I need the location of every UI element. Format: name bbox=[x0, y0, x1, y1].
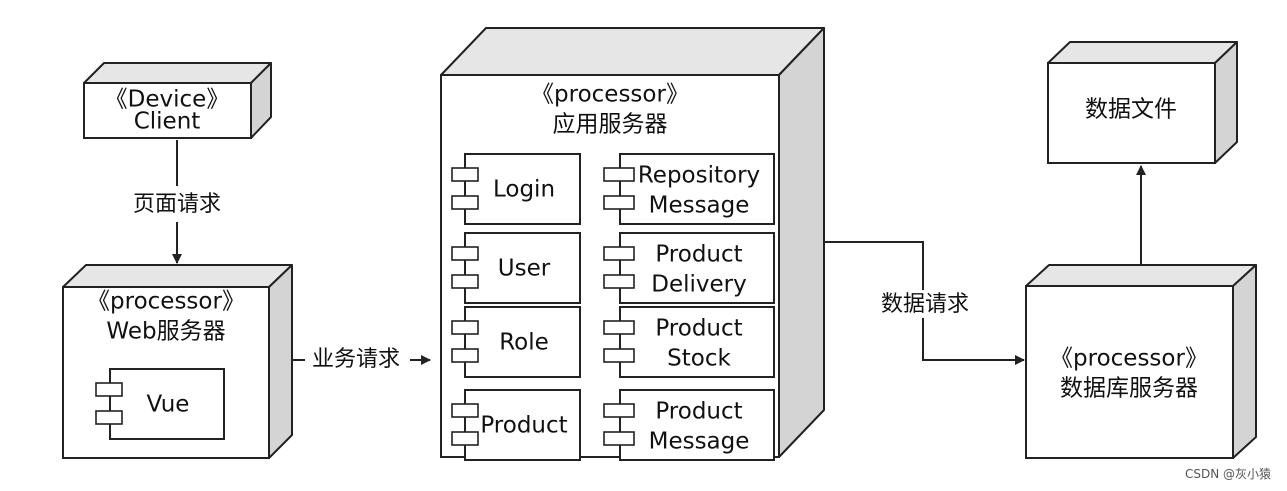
web-server-stereotype: 《processor》 bbox=[87, 289, 245, 315]
component-port-icon bbox=[451, 320, 479, 335]
component-product-delivery: Product Delivery bbox=[603, 232, 775, 304]
component-product-delivery-line2: Delivery bbox=[651, 272, 746, 298]
component-port-icon bbox=[603, 274, 635, 289]
component-port-icon bbox=[603, 195, 635, 210]
db-server-name: 数据库服务器 bbox=[1060, 376, 1198, 402]
edge-app-db-upper bbox=[825, 241, 924, 290]
app-server-name: 应用服务器 bbox=[553, 112, 668, 138]
component-port-icon bbox=[451, 348, 479, 363]
component-product: Product bbox=[451, 389, 581, 461]
component-product-delivery-line1: Product bbox=[655, 242, 742, 268]
component-user: User bbox=[451, 232, 581, 304]
client-name: Client bbox=[134, 109, 201, 135]
component-role: Role bbox=[451, 306, 581, 378]
component-port-icon bbox=[451, 403, 479, 418]
component-port-icon bbox=[603, 320, 635, 335]
component-vue: Vue bbox=[95, 368, 225, 440]
component-port-icon bbox=[603, 246, 635, 261]
component-role-label: Role bbox=[499, 330, 549, 356]
data-file-name: 数据文件 bbox=[1085, 97, 1177, 123]
client-stereotype: 《Device》 bbox=[105, 87, 230, 113]
component-vue-label: Vue bbox=[147, 392, 190, 418]
component-port-icon bbox=[451, 431, 479, 446]
app-server-stereotype: 《processor》 bbox=[531, 82, 689, 108]
component-product-message-line1: Product bbox=[655, 399, 742, 425]
component-product-label: Product bbox=[480, 413, 567, 439]
component-port-icon bbox=[95, 382, 123, 397]
component-port-icon bbox=[451, 195, 479, 210]
web-server-node: 《processor》 Web服务器 bbox=[62, 264, 293, 459]
data-file-node: 数据文件 bbox=[1047, 41, 1238, 164]
component-user-label: User bbox=[498, 256, 551, 282]
component-product-message-line2: Message bbox=[649, 429, 750, 455]
component-product-message: Product Message bbox=[603, 389, 775, 461]
db-server-node: 《processor》 数据库服务器 bbox=[1025, 264, 1257, 459]
component-port-icon bbox=[603, 348, 635, 363]
component-port-icon bbox=[451, 167, 479, 182]
component-port-icon bbox=[451, 274, 479, 289]
component-port-icon bbox=[451, 246, 479, 261]
component-port-icon bbox=[603, 431, 635, 446]
component-port-icon bbox=[603, 167, 635, 182]
component-repository-message-line1: Repository bbox=[638, 163, 760, 189]
watermark: CSDN @灰小猿 bbox=[1185, 466, 1271, 481]
component-login-label: Login bbox=[493, 177, 555, 203]
edge-label-data-request: 数据请求 bbox=[881, 292, 969, 317]
component-product-stock: Product Stock bbox=[603, 306, 775, 378]
edge-label-business-request: 业务请求 bbox=[312, 347, 400, 372]
web-server-name: Web服务器 bbox=[106, 319, 225, 345]
db-server-stereotype: 《processor》 bbox=[1050, 346, 1208, 372]
edge-label-page-request: 页面请求 bbox=[133, 192, 221, 217]
edge-app-db-arrow bbox=[922, 318, 1025, 365]
component-repository-message: Repository Message bbox=[603, 153, 775, 225]
component-port-icon bbox=[603, 403, 635, 418]
component-product-stock-line2: Stock bbox=[667, 346, 731, 372]
component-port-icon bbox=[95, 410, 123, 425]
component-repository-message-line2: Message bbox=[649, 193, 750, 219]
client-node: 《Device》 Client bbox=[83, 62, 272, 139]
component-login: Login bbox=[451, 153, 581, 225]
component-product-stock-line1: Product bbox=[655, 316, 742, 342]
